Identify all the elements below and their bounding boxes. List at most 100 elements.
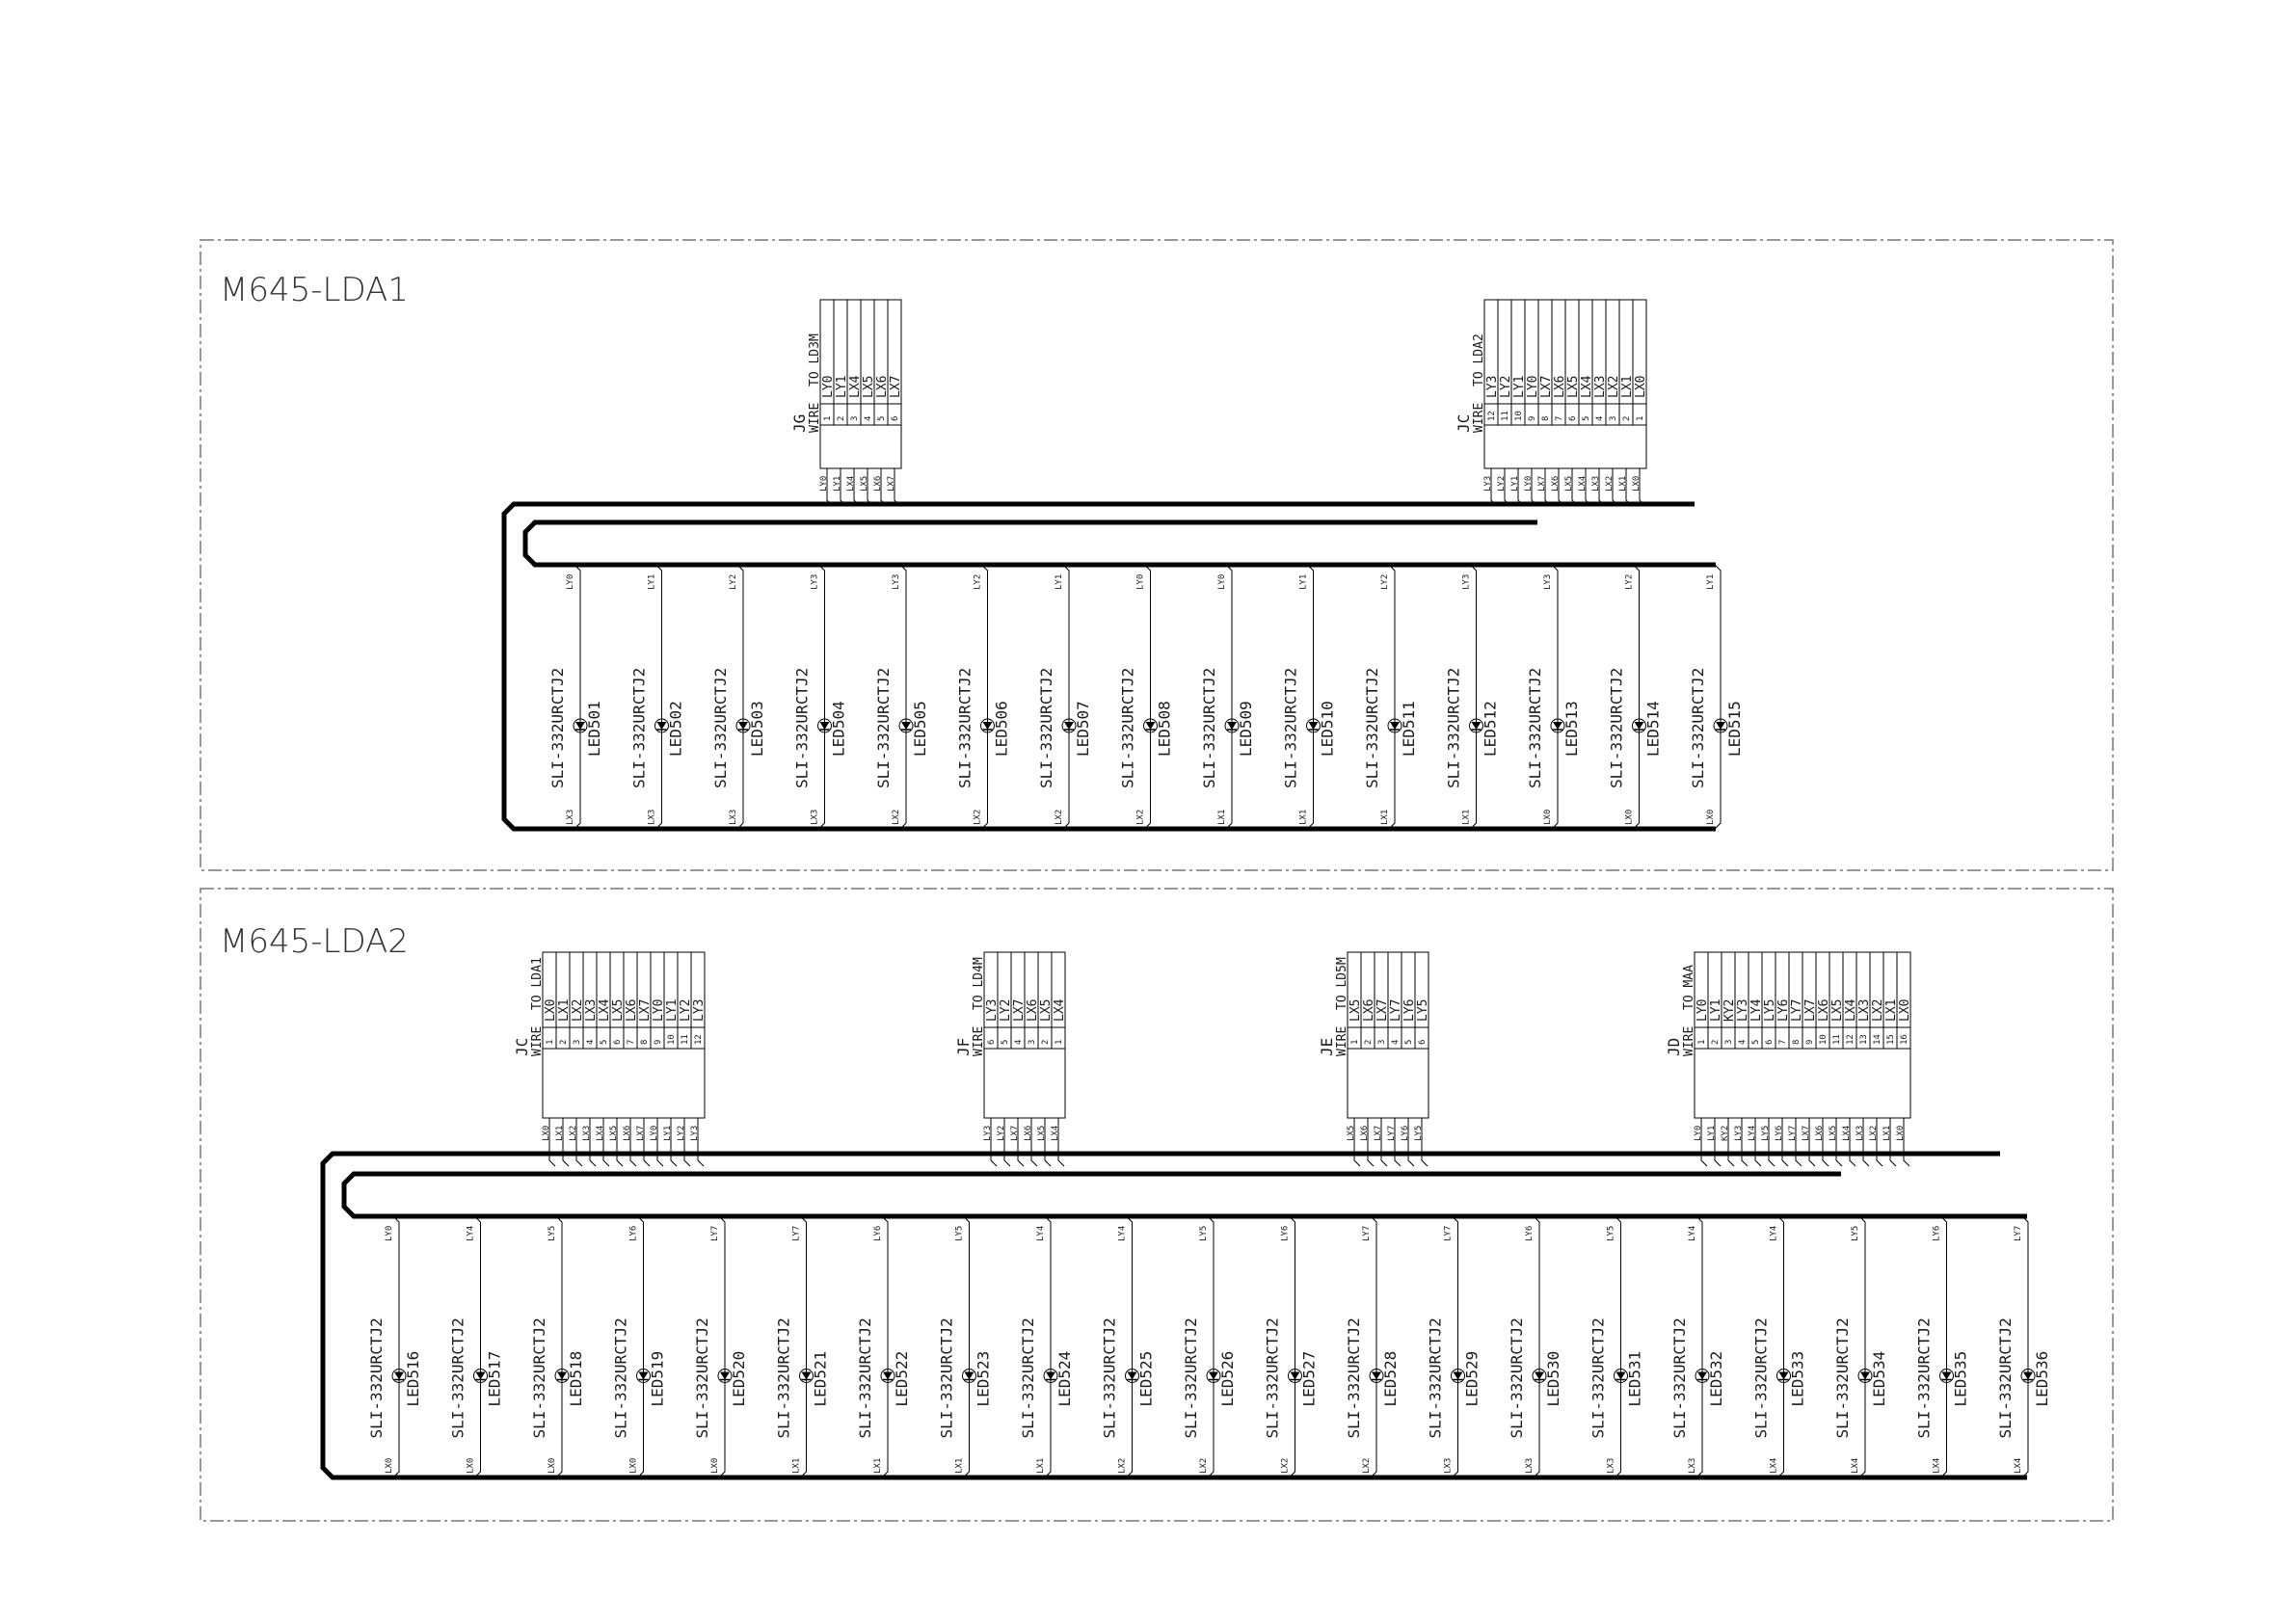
- led-reference: LED513: [1562, 701, 1581, 757]
- wire-label: LX6: [873, 476, 883, 492]
- pin-number: 13: [1859, 1034, 1869, 1045]
- led-diode-icon: [982, 722, 993, 730]
- pin-signal: LX4: [598, 998, 612, 1022]
- pin-wire: [616, 1118, 624, 1167]
- led-reference: LED519: [649, 1351, 667, 1407]
- led-reference: LED503: [748, 701, 766, 757]
- led-lead: [637, 1215, 644, 1478]
- pin-number: 7: [627, 1040, 636, 1045]
- pin-signal: LY0: [652, 999, 666, 1022]
- led-symbol-ring: [391, 1369, 407, 1383]
- led-reference: LED526: [1218, 1351, 1237, 1407]
- pin-signal: LX3: [1857, 999, 1872, 1022]
- led-lead: [899, 564, 907, 830]
- led-top-net: LY6: [1933, 1226, 1942, 1241]
- pin-wire: [1030, 1118, 1038, 1167]
- led-top-net: LY4: [1118, 1226, 1128, 1241]
- led-top-net: LY2: [1380, 574, 1390, 590]
- pin-wire: [683, 1118, 691, 1167]
- pin-number: 15: [1886, 1034, 1896, 1045]
- wire-label: LX0: [542, 1126, 551, 1141]
- pin-signal: LY2: [679, 999, 693, 1022]
- pin-number: 1: [1055, 1040, 1064, 1045]
- pin-wire: [1421, 1118, 1428, 1167]
- led-bottom-net: LX1: [1217, 810, 1227, 825]
- led-diode-icon: [1308, 722, 1319, 730]
- pin-signal: LY1: [1709, 999, 1723, 1022]
- pin-number: 3: [1724, 1040, 1734, 1045]
- pin-signal: LX4: [848, 375, 863, 398]
- pin-signal: LX3: [1593, 376, 1608, 398]
- pin-signal: LX6: [1553, 376, 1567, 398]
- pin-signal: LX5: [611, 999, 626, 1022]
- wire-label: LY7: [1788, 1126, 1798, 1141]
- led-symbol-ring: [962, 1369, 976, 1383]
- pin-number: 7: [1555, 416, 1564, 421]
- section-frame-lda2: [200, 888, 2114, 1522]
- led-diode-icon: [1697, 1371, 1707, 1380]
- led-lead: [1940, 1215, 1947, 1478]
- led-reference: LED506: [993, 701, 1011, 757]
- led-lead: [800, 1215, 807, 1478]
- led-top-net: LY5: [1607, 1226, 1616, 1241]
- section-title-lda2: M645-LDA2: [220, 922, 409, 961]
- led-reference: LED527: [1300, 1351, 1319, 1407]
- pin-number: 2: [1364, 1040, 1374, 1045]
- led-part-number: SLI-332URCTJ2: [1037, 668, 1055, 788]
- pin-signal: LY0: [821, 376, 836, 398]
- led-diode-icon: [1390, 722, 1400, 730]
- led-diode-icon: [557, 1371, 567, 1380]
- led-symbol-ring: [554, 1369, 570, 1383]
- led-top-net: LY1: [1055, 574, 1064, 590]
- led-part-number: SLI-332URCTJ2: [1915, 1317, 1934, 1438]
- pin-wire: [1044, 1118, 1052, 1167]
- led-top-net: LY7: [792, 1226, 802, 1241]
- led-reference: LED533: [1789, 1351, 1807, 1407]
- pin-number: 3: [1028, 1040, 1037, 1045]
- led-part-number: SLI-332URCTJ2: [1282, 668, 1300, 788]
- wire-label: LY4: [1748, 1126, 1757, 1141]
- wire-label: LY1: [833, 476, 842, 492]
- pin-wire: [867, 468, 874, 507]
- led-reference: LED534: [1870, 1351, 1888, 1407]
- led-lead: [555, 1215, 563, 1478]
- led-part-number: SLI-332URCTJ2: [1182, 1317, 1200, 1438]
- led-symbol-ring: [1695, 1369, 1710, 1383]
- pin-signal: LY6: [1402, 999, 1417, 1022]
- led-lead: [1452, 1215, 1458, 1478]
- pin-number: 9: [654, 1040, 663, 1045]
- led-lead: [1858, 1215, 1866, 1478]
- led-top-net: LY1: [1706, 574, 1716, 590]
- led-lead: [474, 1215, 481, 1478]
- led-lead: [1370, 1215, 1377, 1478]
- led-bottom-net: LX3: [1607, 1458, 1616, 1474]
- led-symbol-ring: [717, 1369, 733, 1383]
- wire-label: LX4: [1578, 476, 1588, 492]
- pin-wire: [1700, 1118, 1708, 1167]
- led-diode-icon: [901, 722, 911, 730]
- wire-label: LX4: [1842, 1126, 1852, 1141]
- led-bottom-net: LX3: [811, 810, 820, 825]
- connector-type: WIRE: [1335, 1026, 1349, 1056]
- led-reference: LED532: [1707, 1351, 1725, 1407]
- led-symbol-ring: [898, 718, 914, 733]
- pin-signal: LX7: [1539, 376, 1554, 398]
- wire-label: LX6: [1551, 476, 1561, 492]
- led-lead: [1551, 564, 1559, 830]
- pin-number: 2: [1711, 1040, 1721, 1045]
- pin-number: 2: [1041, 1040, 1051, 1045]
- wire-label: LX7: [1802, 1126, 1811, 1141]
- led-reference: LED501: [585, 701, 603, 757]
- led-top-net: LY7: [1362, 1226, 1372, 1241]
- led-lead: [881, 1215, 889, 1478]
- led-diode-icon: [1372, 1371, 1381, 1380]
- led-top-net: LY5: [1199, 1226, 1209, 1241]
- pin-wire: [1889, 1118, 1897, 1167]
- led-top-net: LY2: [729, 574, 738, 590]
- led-bottom-net: LX0: [547, 1458, 557, 1474]
- pin-number: 4: [1738, 1040, 1748, 1045]
- wire-label: LX2: [1869, 1126, 1879, 1141]
- pin-number: 5: [1582, 416, 1591, 421]
- led-reference: LED512: [1482, 701, 1500, 757]
